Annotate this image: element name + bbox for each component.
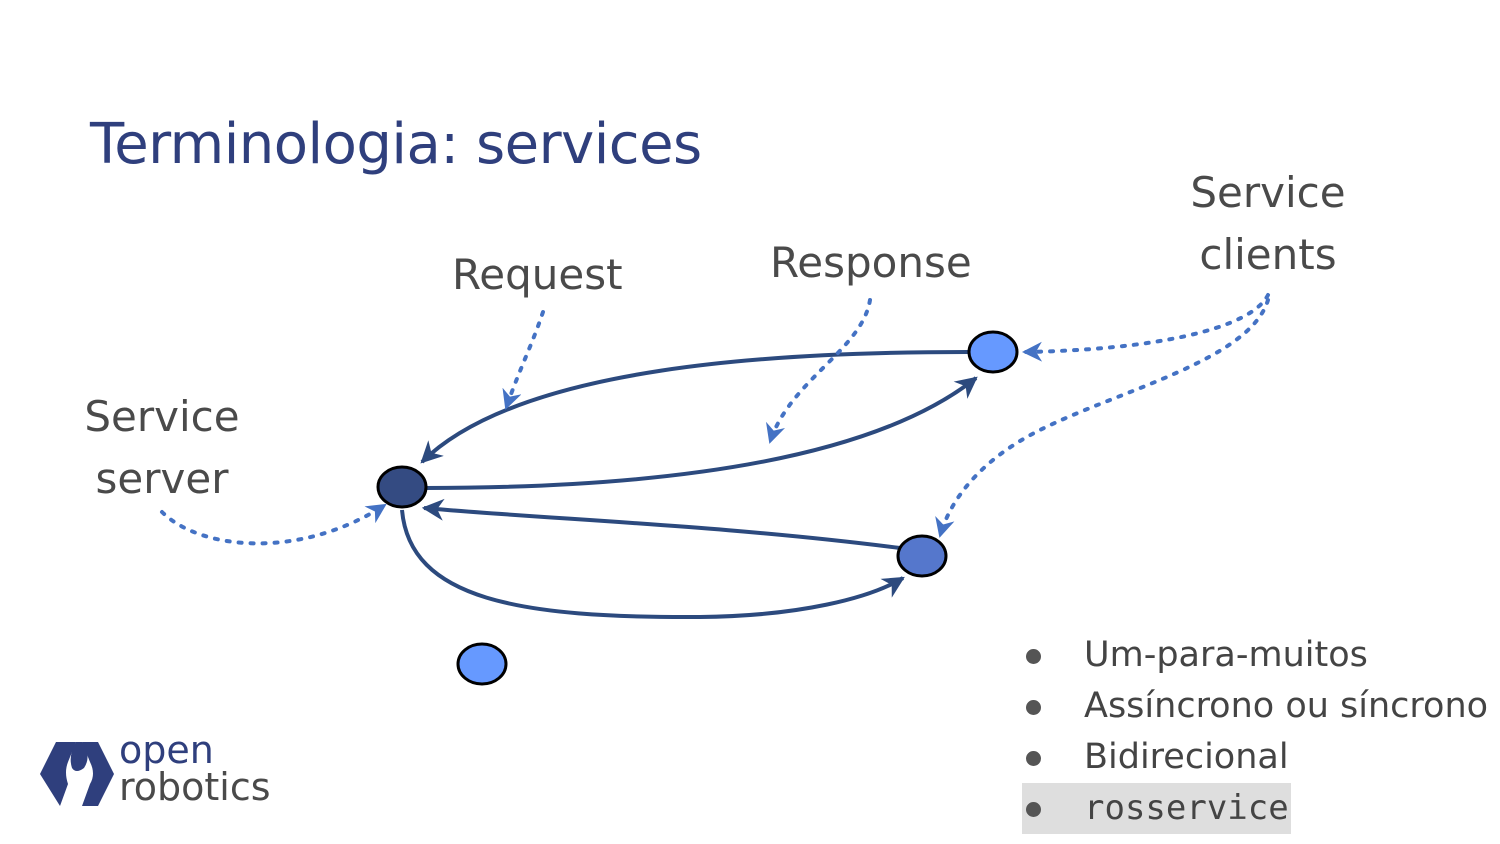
list-item: Assíncrono ou síncrono (1022, 681, 1488, 732)
isolated-node (456, 642, 508, 686)
service-server-label-line1: Service (84, 392, 240, 441)
logo-line-open: open (119, 728, 214, 772)
response-edge-bottom (400, 509, 905, 620)
list-item: Um-para-muitos (1022, 630, 1488, 681)
request-edge-top (420, 350, 969, 464)
request-edge-bottom (421, 498, 901, 550)
bullet-dot-icon (1026, 751, 1041, 766)
service-client-node-bottom (896, 534, 948, 578)
response-pointer (766, 298, 872, 444)
client-pointer-bottom (935, 298, 1270, 538)
bullet-dot-icon (1026, 649, 1041, 664)
service-client-node-top (967, 330, 1019, 374)
feature-list: Um-para-muitos Assíncrono ou síncrono Bi… (1022, 630, 1488, 834)
request-pointer (502, 310, 545, 410)
response-edge-top (424, 376, 978, 490)
service-clients-label: Service clients (1188, 162, 1348, 286)
list-item: Bidirecional (1022, 732, 1488, 783)
list-item-code: rosservice (1022, 783, 1291, 834)
response-label: Response (770, 238, 972, 287)
service-server-label: Service server (82, 386, 242, 510)
client-pointer-top (1022, 293, 1270, 362)
slide-title: Terminologia: services (90, 112, 702, 177)
bullet-dot-icon (1026, 802, 1041, 817)
service-clients-label-line1: Service (1190, 168, 1346, 217)
open-robotics-logo-icon (40, 742, 114, 806)
service-clients-label-line2: clients (1199, 230, 1337, 279)
service-server-node (376, 465, 428, 509)
logo-wordmark: open robotics (119, 728, 271, 809)
bullet-dot-icon (1026, 700, 1041, 715)
server-pointer (160, 503, 387, 546)
request-label: Request (452, 250, 623, 299)
logo-line-robotics: robotics (119, 765, 271, 809)
service-server-label-line2: server (95, 454, 229, 503)
